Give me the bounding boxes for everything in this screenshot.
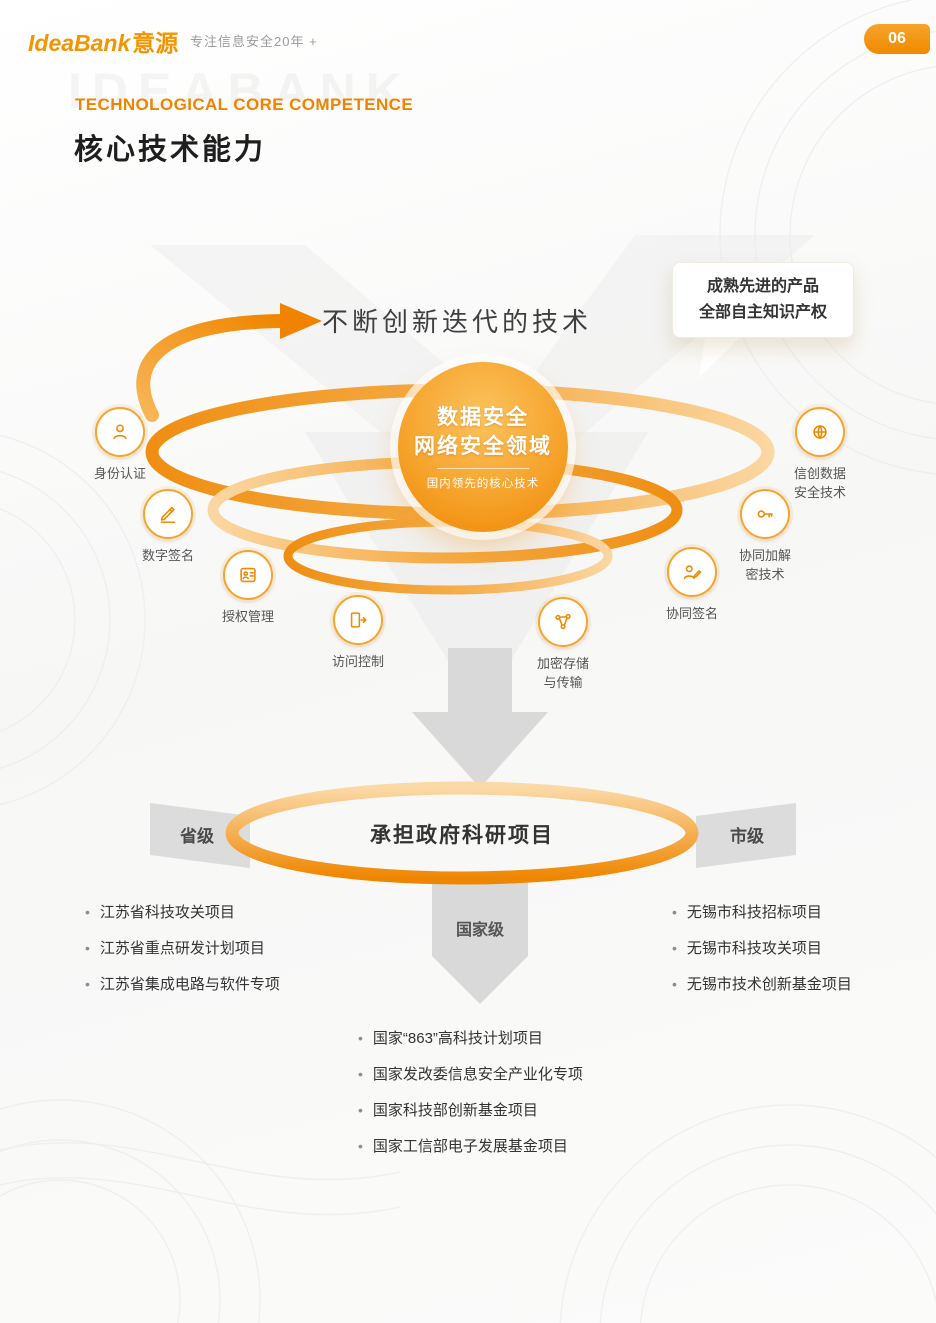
projects-title: 承担政府科研项目 [370,824,554,847]
list-item: 无锡市科技攻关项目 [672,930,852,966]
access-control-icon [333,595,383,645]
capability-authorization: 授权管理 [200,550,296,627]
capability-co-encryption: 协同加解密技术 [717,489,813,585]
encrypted-storage-icon [538,597,588,647]
watermark-text: IDEABANK [68,63,412,119]
level-label-national: 国家级 [455,922,504,939]
list-item: 国家科技部创新基金项目 [358,1092,583,1128]
core-domain-subtitle: 国内领先的核心技术 [426,478,540,491]
level-label-municipal: 市级 [730,827,764,846]
digital-signature-icon [143,489,193,539]
capability-xinchuang-security: 信创数据安全技术 [772,407,868,503]
list-item: 无锡市科技招标项目 [672,894,852,930]
callout-line-2: 全部自主知识产权 [698,304,827,321]
capability-label: 访问控制 [331,654,384,669]
co-signature-icon [667,547,717,597]
capability-identity: 身份认证 [72,407,168,484]
identity-icon [95,407,145,457]
core-domain-line-2: 网络安全领域 [414,435,552,458]
list-item: 国家工信部电子发展基金项目 [358,1128,583,1164]
core-domain-circle: 数据安全 网络安全领域 国内领先的核心技术 [398,362,568,532]
capability-label: 协同加解密技术 [738,548,791,582]
list-item: 江苏省科技攻关项目 [85,894,280,930]
municipal-projects-list: 无锡市科技招标项目 无锡市科技攻关项目 无锡市技术创新基金项目 [672,894,852,1002]
list-item: 无锡市技术创新基金项目 [672,966,852,1002]
list-item: 江苏省集成电路与软件专项 [85,966,280,1002]
page-header: IdeaBank意源 专注信息安全20年 + 06 [0,0,936,60]
capability-label: 协同签名 [665,606,718,621]
capability-label: 身份认证 [93,466,146,481]
logo-text: IdeaBank [28,30,131,56]
section-title-zh: 核心技术能力 [74,134,267,166]
capability-label: 授权管理 [221,609,274,624]
core-domain-line-1: 数据安全 [437,405,529,429]
capability-label: 数字签名 [141,548,194,563]
section-title-en: TECHNOLOGICAL CORE COMPETENCE [75,95,414,114]
spiral-caption: 不断创新迭代的技术 [322,307,593,337]
list-item: 国家发改委信息安全产业化专项 [358,1056,583,1092]
company-tagline: 专注信息安全20年 + [190,34,318,49]
logo-text-cn: 意源 [132,30,179,56]
capability-encrypted-storage: 加密存储与传输 [515,597,611,693]
callout-line-1: 成熟先进的产品 [706,277,819,295]
page-number-badge: 06 [864,24,930,54]
capability-label: 信创数据安全技术 [793,466,846,500]
capability-label: 加密存储与传输 [536,656,589,690]
authorization-icon [223,550,273,600]
company-logo: IdeaBank意源 [28,24,178,58]
innovation-arrow [136,303,322,422]
callout-tail [698,332,740,384]
list-item: 江苏省重点研发计划项目 [85,930,280,966]
provincial-projects-list: 江苏省科技攻关项目 江苏省重点研发计划项目 江苏省集成电路与软件专项 [85,894,280,1002]
xinchuang-security-icon [795,407,845,457]
national-projects-list: 国家“863”高科技计划项目 国家发改委信息安全产业化专项 国家科技部创新基金项… [358,1020,583,1164]
list-item: 国家“863”高科技计划项目 [358,1020,583,1056]
capability-access-control: 访问控制 [310,595,406,672]
level-label-provincial: 省级 [180,827,214,846]
circle-divider [437,468,529,470]
product-callout: 成熟先进的产品 全部自主知识产权 [672,262,854,338]
